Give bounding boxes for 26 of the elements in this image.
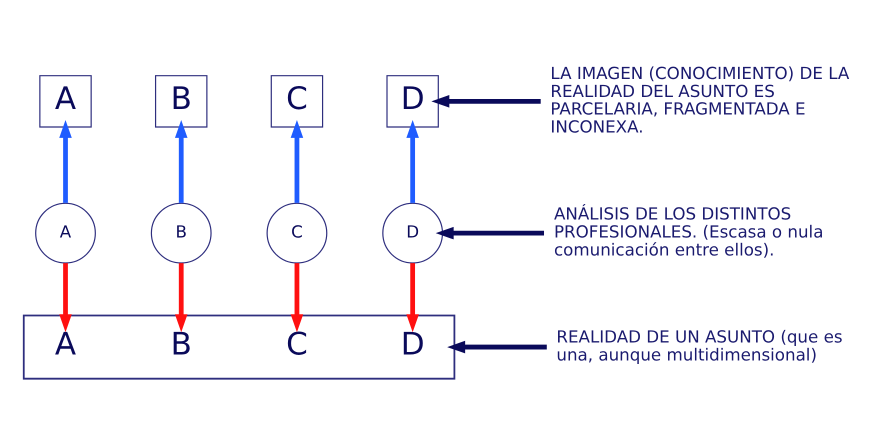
node-text: B [170,326,192,362]
node-circle: C [266,202,327,264]
arrow [430,94,540,108]
node-circle: A [34,202,96,264]
node-box: B [154,74,207,128]
arrow [435,226,544,239]
node-circle: D [382,202,443,264]
arrow [58,262,72,332]
arrow [174,119,187,202]
node-text: A [54,326,76,362]
arrow [406,262,418,332]
node-text: LA IMAGEN (CONOCIMIENTO) DE LA REALIDAD DEL ASUNTO ES PARCELARIA, FRAGMENTADA E INCONEXA. [550,62,849,136]
node-box: D [386,74,438,128]
node-text: REALIDAD DE UN ASUNTO (que es una, aunque multidimensional) [556,326,842,364]
node-text: D [400,326,424,362]
arrow [446,340,546,353]
arrow [58,119,72,202]
arrow [174,262,187,332]
arrow [290,119,303,202]
node-box: A [38,74,92,128]
node-text: ANÁLISIS DE LOS DISTINTOS PROFESIONALES. (Escasa o nula comunicación entre ellos). [554,203,823,259]
arrow [290,262,303,332]
node-text: C [286,326,308,362]
node-box: C [270,74,323,128]
arrow [406,119,418,202]
node-circle: B [150,202,212,264]
